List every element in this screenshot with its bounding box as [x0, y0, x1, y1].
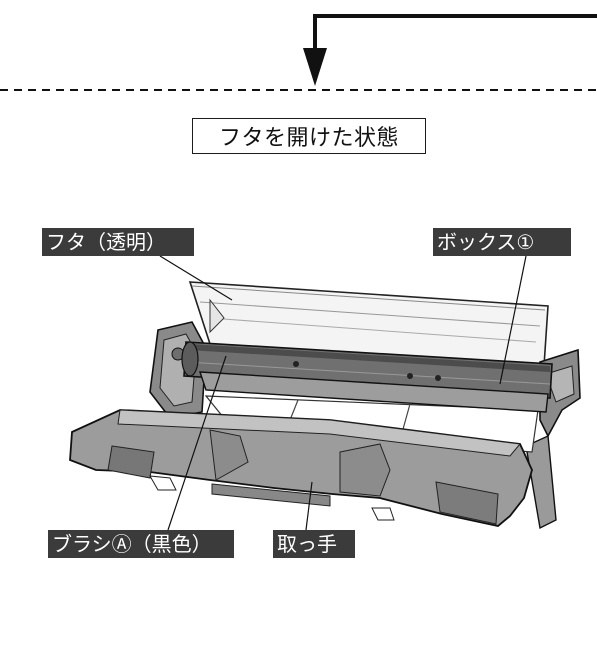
- flow-arrow: [313, 14, 597, 52]
- brush-label: ブラシⒶ（黒色）: [48, 530, 234, 558]
- box-cover: [199, 371, 549, 413]
- brush-roller: [181, 341, 553, 399]
- box-label: ボックス①: [433, 228, 571, 256]
- left-side-frame: [149, 321, 207, 419]
- arrow-head: [303, 48, 327, 86]
- leader-lines: [159, 255, 527, 531]
- lid-label: フタ（透明）: [42, 228, 194, 256]
- state-caption: フタを開けた状態: [192, 118, 426, 154]
- handle-label: 取っ手: [273, 530, 355, 558]
- handle-body: [69, 409, 533, 527]
